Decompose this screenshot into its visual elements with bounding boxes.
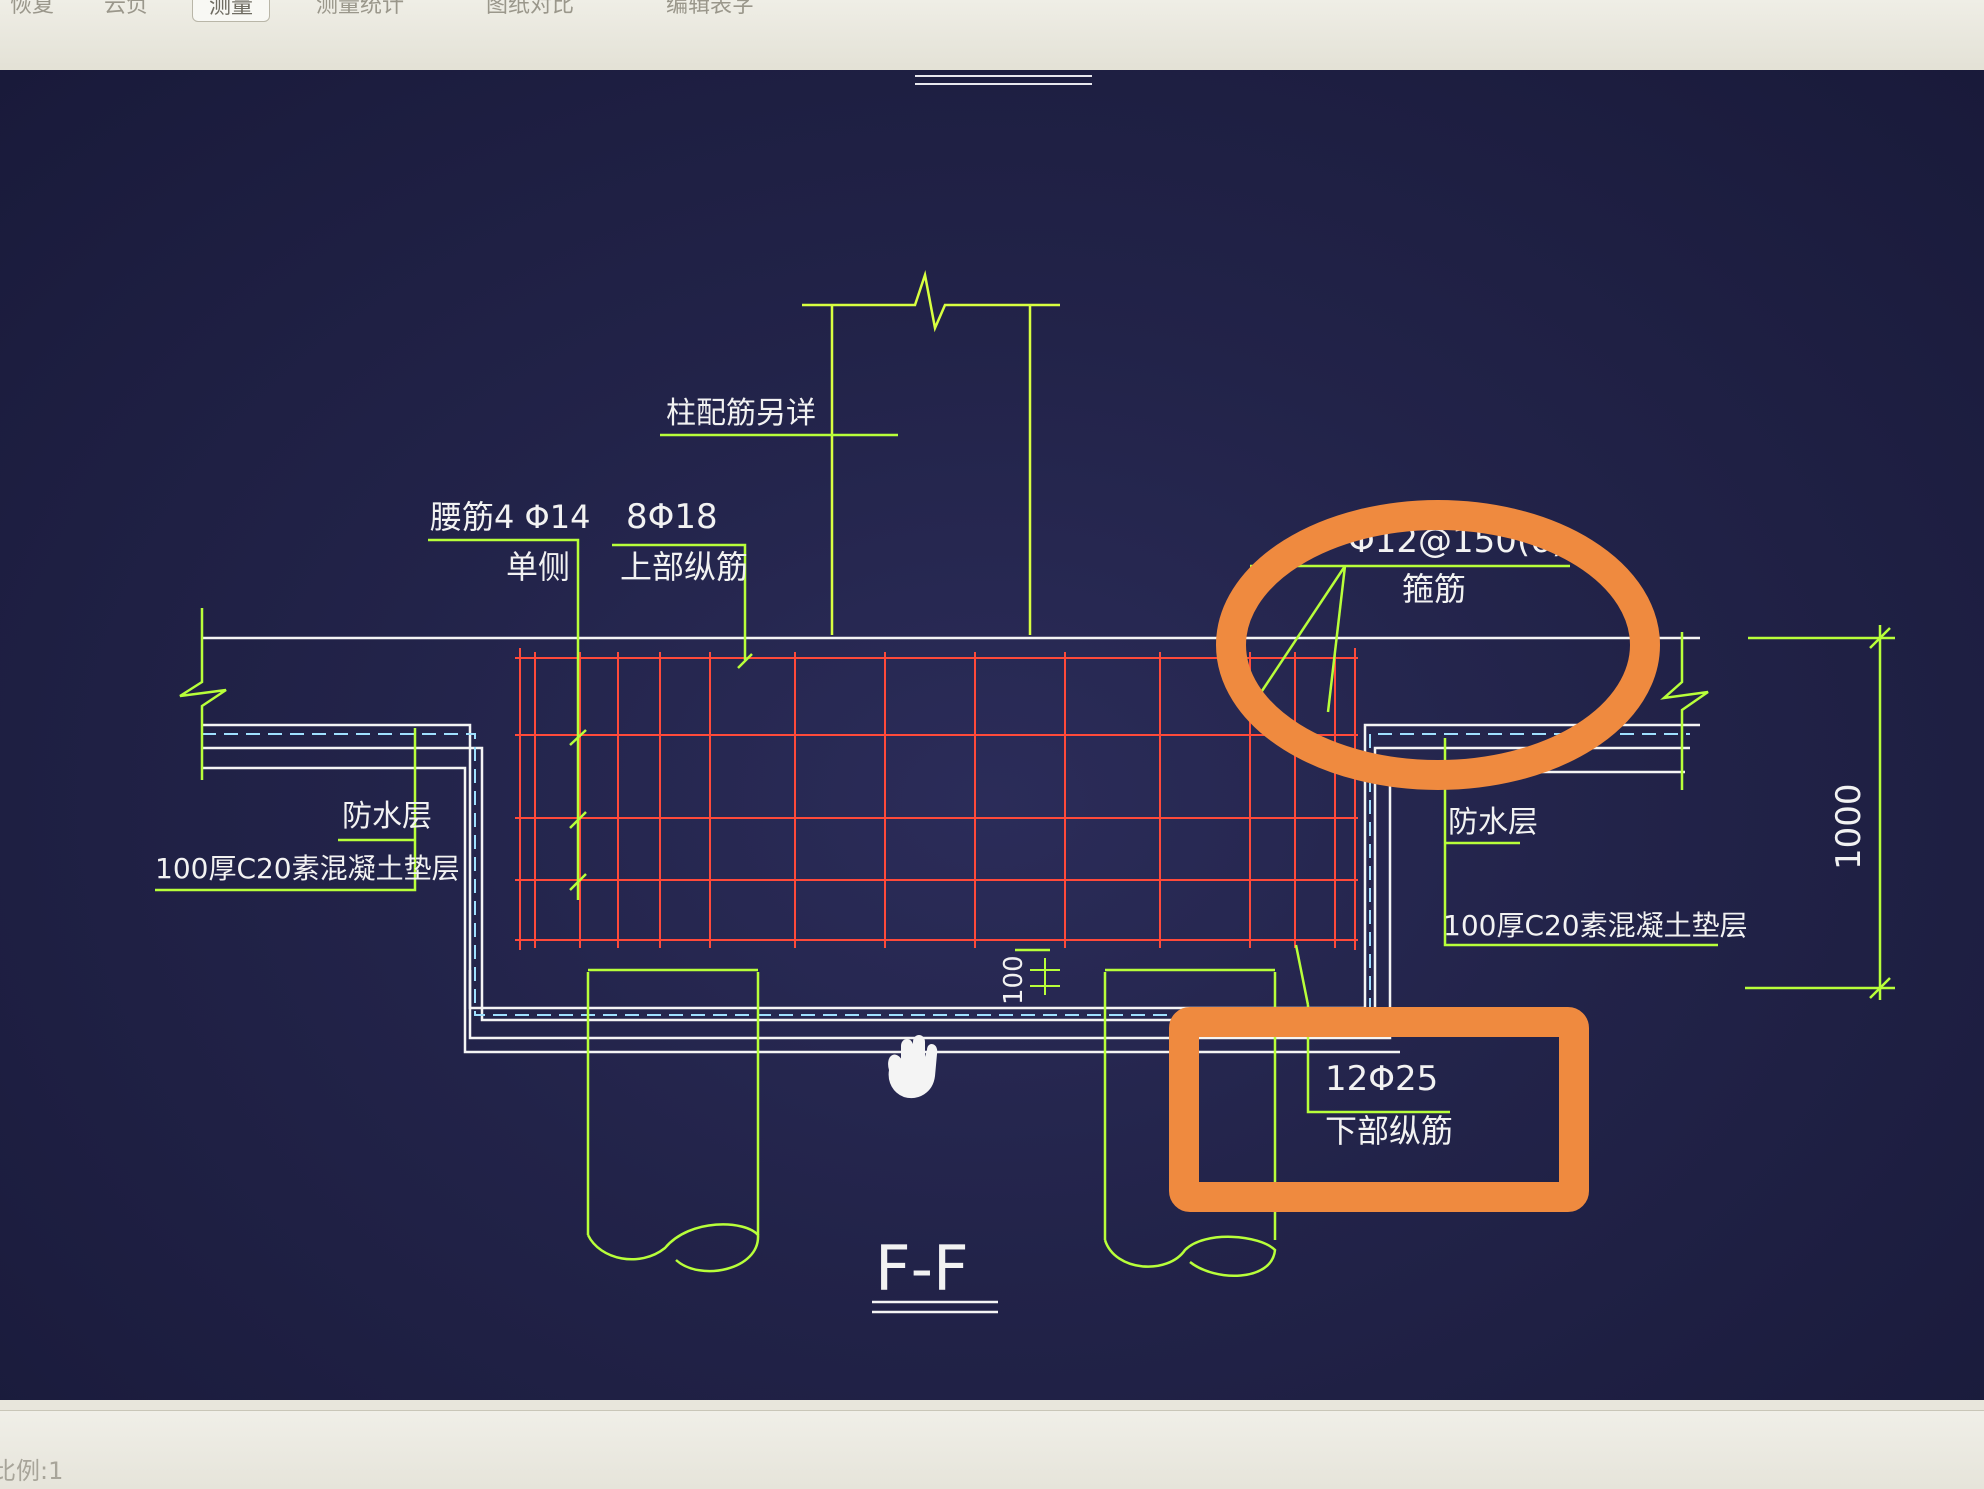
label-top-bar-desc: 上部纵筋 [620,548,748,586]
label-dim-cushion: 100 [999,955,1029,1005]
break-marks [179,608,1709,790]
highlight-ellipse [1216,500,1660,790]
tab-edit-text[interactable]: 编辑表字 [666,0,755,18]
label-top-bar: 8Φ18 [626,497,718,537]
label-waist-bar: 腰筋4 Φ14 [430,498,590,536]
tab-measure[interactable]: 测量 [192,0,271,22]
label-cushion-right: 100厚C20素混凝土垫层 [1443,909,1748,942]
label-dim-height: 1000 [1829,783,1869,870]
top-toolbar: 恢复 云负 测量 测量统计 图纸对比 编辑表字 [0,0,1984,79]
highlight-rectangle [1169,1007,1589,1212]
tab-cloud[interactable]: 云负 [104,0,149,18]
waterproof-dashed-lines [202,733,1690,1016]
label-cushion-left: 100厚C20素混凝土垫层 [155,852,460,885]
label-waterproof-right: 防水层 [1448,805,1538,840]
status-bar: 比例:1 [0,1410,1984,1489]
label-waist-side: 单侧 [506,548,570,586]
status-scale: 比例:1 [0,1457,64,1485]
label-stirrup-desc: 箍筋 [1402,570,1466,608]
label-bottom-bar-desc: 下部纵筋 [1325,1112,1453,1150]
label-column-note: 柱配筋另详 [666,396,816,431]
panel-drag-handle[interactable] [915,75,1092,85]
beam-outline [202,636,1700,1054]
cad-drawing-canvas[interactable]: 柱配筋另详 腰筋4 Φ14 单侧 8Φ18 上部纵筋 Φ12@150(6) 箍筋… [0,70,1984,1400]
pan-hand-cursor-icon [888,1035,938,1098]
cad-section-drawing: 柱配筋另详 腰筋4 Φ14 单侧 8Φ18 上部纵筋 Φ12@150(6) 箍筋… [155,75,1895,1314]
dimension-100 [1030,958,1060,995]
section-title-underline [872,1300,998,1314]
rebar-cage [515,648,1358,950]
label-bottom-bar: 12Φ25 [1325,1059,1438,1099]
tab-restore[interactable]: 恢复 [10,0,55,18]
pile-left [586,968,760,1273]
section-title: F-F [875,1232,969,1305]
column-outline [802,270,1060,635]
tab-measure-stats[interactable]: 测量统计 [316,0,405,18]
tab-drawing-compare[interactable]: 图纸对比 [486,0,575,18]
rebar-ticks [569,653,753,891]
dimension-1000 [1745,625,1895,1000]
label-waterproof-left: 防水层 [342,799,432,834]
leader-lines [155,433,1718,1114]
